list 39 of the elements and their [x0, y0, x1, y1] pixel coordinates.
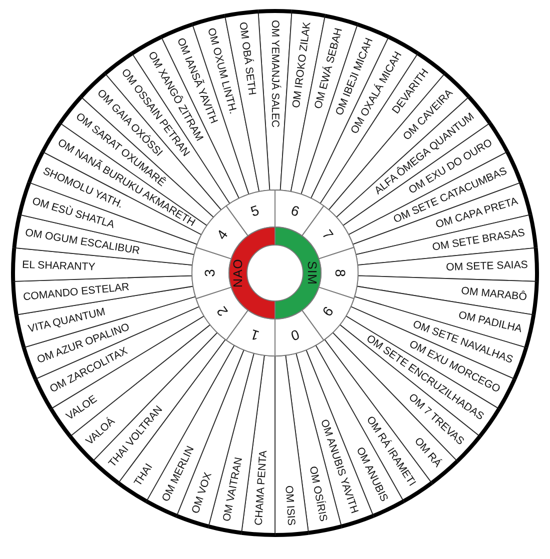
sector-label: OM YEMANJÁ SALEC: [269, 20, 281, 128]
number-sector: [274, 190, 324, 236]
sector-label: OM VOX: [190, 471, 214, 515]
sector-label: OM SETE BRASAS: [431, 226, 526, 254]
number-label: 1: [248, 326, 261, 344]
sector-label: OM SETE SAIAS: [446, 258, 528, 274]
answer-half-ring: [274, 226, 322, 320]
number-sector: [318, 246, 358, 300]
number-label: 7: [319, 226, 337, 242]
number-sector: [226, 190, 276, 236]
sector-label: OM RÁ: [412, 435, 444, 470]
answer-label: SIM: [305, 260, 319, 286]
number-label: 5: [248, 202, 261, 220]
number-label: 9: [319, 304, 337, 320]
sector-label: OM PADILHA: [457, 309, 523, 336]
sector-label: OM OGUM ESCALIBUR: [24, 226, 141, 258]
number-sector: [302, 205, 354, 260]
answer-half-ring: [228, 226, 276, 320]
sector-label: OM MARABÔ: [460, 285, 528, 304]
number-label: 8: [332, 269, 348, 277]
number-label: 4: [213, 226, 231, 242]
sector-label: OM IROKO ZILAK: [290, 21, 314, 109]
number-sector: [302, 286, 354, 341]
sector-label: OM OSÍRIS: [306, 465, 330, 522]
sector-label: OM VAITRAN: [220, 456, 245, 522]
number-label: 3: [202, 269, 218, 277]
sector-label: COMANDO ESTELAR: [22, 281, 130, 304]
answer-label: NAO: [231, 258, 245, 288]
sector-label: EL SHARANTY: [22, 258, 96, 274]
number-label: 2: [213, 304, 231, 320]
sector-label: OM OBÁ SETH: [236, 21, 258, 96]
number-label: 6: [289, 202, 302, 220]
sector-label: CHAMA PENTA: [252, 450, 270, 526]
number-sector: [196, 286, 248, 341]
number-label: 0: [289, 326, 302, 344]
sector-label: OM ISIS: [282, 485, 298, 526]
number-sector: [192, 246, 232, 300]
number-sector: [196, 205, 248, 260]
number-sector: [274, 310, 324, 356]
